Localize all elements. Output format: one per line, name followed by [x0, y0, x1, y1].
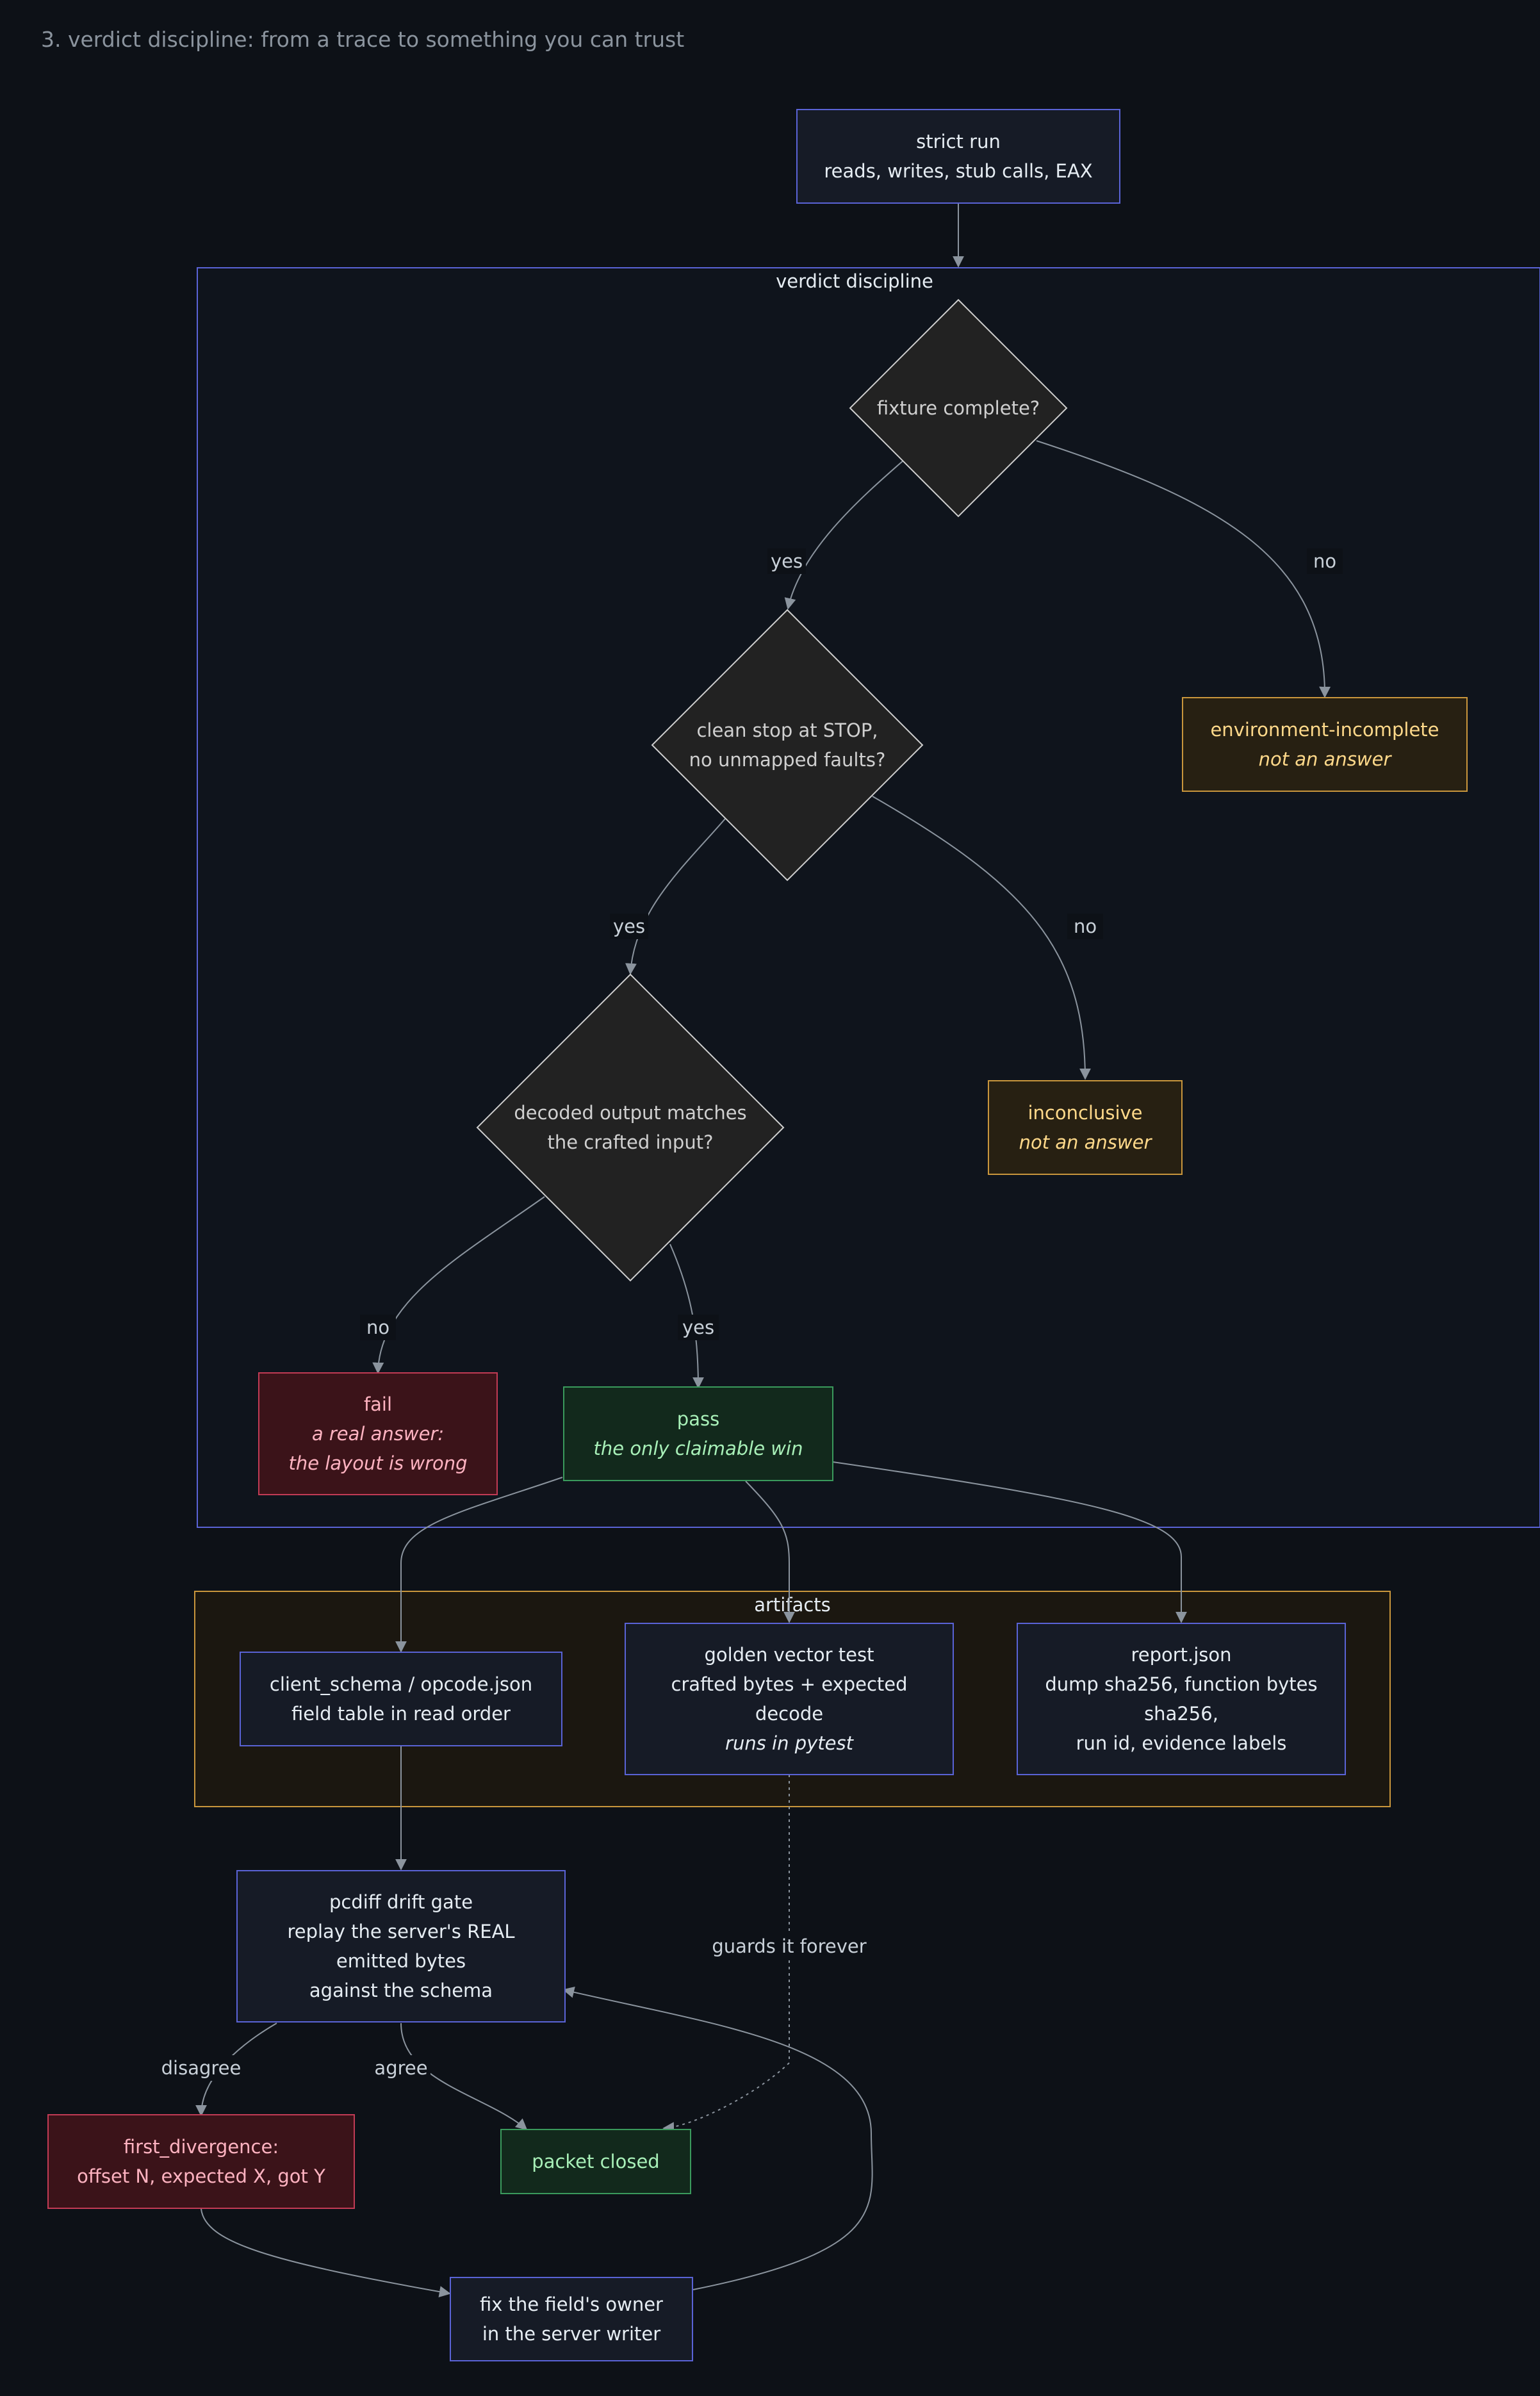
edge-golden-guards — [662, 1775, 790, 2134]
node-line: environment-incomplete — [1210, 719, 1439, 741]
edges — [195, 203, 1331, 2298]
node-shape — [236, 1870, 566, 2023]
node-line: the layout is wrong — [288, 1452, 467, 1474]
node-line: fix the field's owner — [480, 2293, 663, 2315]
edge-fix-to-pcdiff — [562, 1986, 873, 2290]
node-line: in the server writer — [482, 2323, 660, 2345]
node-line: the crafted input? — [548, 1131, 714, 1153]
node-line: no unmapped faults? — [689, 749, 886, 771]
node-line: reads, writes, stub calls, EAX — [824, 160, 1092, 182]
node-golden: golden vector test crafted bytes + expect… — [625, 1623, 954, 1775]
node-strict-run: strict run reads, writes, stub calls, EAX — [796, 109, 1120, 204]
edge-pass-to-schema — [395, 1477, 563, 1653]
label-clean-no: no — [1074, 915, 1097, 937]
label-fixture-yes: yes — [771, 550, 803, 572]
edge-labels: yes no yes no no yes guards it forever d… — [159, 548, 1343, 2081]
node-line: strict run — [916, 131, 1001, 152]
node-line: the only claimable win — [594, 1438, 803, 1459]
node-line: client_schema / opcode.json — [270, 1673, 532, 1695]
label-disagree: disagree — [161, 2057, 242, 2079]
node-shape — [258, 1372, 498, 1495]
node-decoded: decoded output matches the crafted input? — [476, 973, 785, 1282]
node-line: golden vector test — [705, 1644, 874, 1666]
edge-pass-to-golden — [745, 1481, 795, 1623]
node-packet-closed: packet closed — [500, 2129, 691, 2194]
node-shape — [651, 609, 924, 882]
node-fix-owner: fix the field's owner in the server write… — [450, 2277, 693, 2361]
node-shape — [1182, 697, 1468, 792]
node-shape — [796, 109, 1120, 204]
edge-pcdiff-agree — [400, 2023, 528, 2131]
node-line: run id, evidence labels — [1076, 1732, 1287, 1754]
node-shape — [988, 1080, 1183, 1175]
node-line: replay the server's REAL — [287, 1921, 514, 1942]
node-first-div: first_divergence:offset N, expected X, g… — [47, 2114, 355, 2209]
node-fail: fail a real answer: the layout is wrong — [258, 1372, 498, 1495]
node-shape — [563, 1386, 833, 1481]
node-line: not an answer — [1019, 1131, 1153, 1153]
node-line: dump sha256, function bytes — [1045, 1673, 1317, 1695]
node-pass: pass the only claimable win — [563, 1386, 833, 1481]
edge-clean-yes — [625, 818, 726, 975]
edge-decoded-no — [372, 1196, 545, 1374]
node-line: decoded output matches — [514, 1102, 746, 1124]
edge-pass-to-report — [832, 1461, 1187, 1623]
node-shape — [625, 1623, 954, 1775]
nodes: strict run reads, writes, stub calls, EAX… — [47, 109, 1468, 2361]
node-line: inconclusive — [1028, 1102, 1142, 1124]
node-line: fixture complete? — [877, 397, 1040, 419]
node-inconclusive: inconclusive not an answer — [988, 1080, 1183, 1175]
label-guards: guards it forever — [712, 1935, 866, 1957]
node-report: report.json dump sha256, function bytes sh… — [1017, 1623, 1346, 1775]
node-shape — [500, 2129, 691, 2194]
node-line: runs in pytest — [725, 1732, 855, 1754]
edge-decoded-yes — [669, 1243, 704, 1389]
node-line: clean stop at STOP, — [696, 719, 878, 741]
node-pcdiff: pcdiff drift gate replay the server's REA… — [236, 1870, 566, 2023]
cluster-verdict-discipline: verdict discipline — [197, 267, 1540, 1528]
label-clean-yes: yes — [613, 915, 645, 937]
node-line: fail — [364, 1393, 392, 1415]
node-clean-stop: clean stop at STOP, no unmapped faults? — [651, 609, 924, 882]
edge-fixture-yes — [784, 460, 904, 610]
diagram-title: 3. verdict discipline: from a trace to s… — [41, 27, 685, 52]
node-fixture: fixture complete? — [849, 299, 1068, 518]
label-decoded-yes: yes — [682, 1317, 714, 1338]
node-line: crafted bytes + expected — [671, 1673, 907, 1695]
label-fixture-no: no — [1313, 550, 1336, 572]
edge-clean-no — [872, 796, 1091, 1080]
node-line: sha256, — [1144, 1703, 1218, 1725]
node-line: offset N, expected X, got Y — [77, 2165, 325, 2187]
node-line: decode — [755, 1703, 823, 1725]
node-line: report.json — [1131, 1644, 1231, 1666]
node-line: against the schema — [309, 1980, 493, 2001]
node-shape — [240, 1652, 562, 1746]
cluster-artifacts-label: artifacts — [754, 1594, 831, 1616]
label-agree: agree — [374, 2057, 427, 2079]
node-line: a real answer: — [312, 1423, 444, 1445]
label-decoded-no: no — [366, 1317, 389, 1338]
node-shape — [1017, 1623, 1346, 1775]
node-line: packet closed — [532, 2151, 659, 2172]
node-client-schema: client_schema / opcode.json field table i… — [240, 1652, 562, 1746]
node-line: pcdiff drift gate — [329, 1891, 473, 1913]
edge-firstdiv-to-fix — [201, 2208, 451, 2298]
node-line: first_divergence: — [124, 2136, 279, 2158]
node-line: pass — [677, 1408, 719, 1430]
node-line: emitted bytes — [336, 1950, 466, 1972]
node-line: not an answer — [1259, 748, 1393, 770]
node-shape — [849, 299, 1068, 518]
edge-fixture-no — [1036, 440, 1331, 698]
cluster-verdict-label: verdict discipline — [776, 270, 933, 292]
node-shape — [450, 2277, 693, 2361]
node-env-incomplete: environment-incomplete not an answer — [1182, 697, 1468, 792]
node-shape — [476, 973, 785, 1282]
node-shape — [47, 2114, 355, 2209]
node-line: field table in read order — [291, 1703, 511, 1725]
